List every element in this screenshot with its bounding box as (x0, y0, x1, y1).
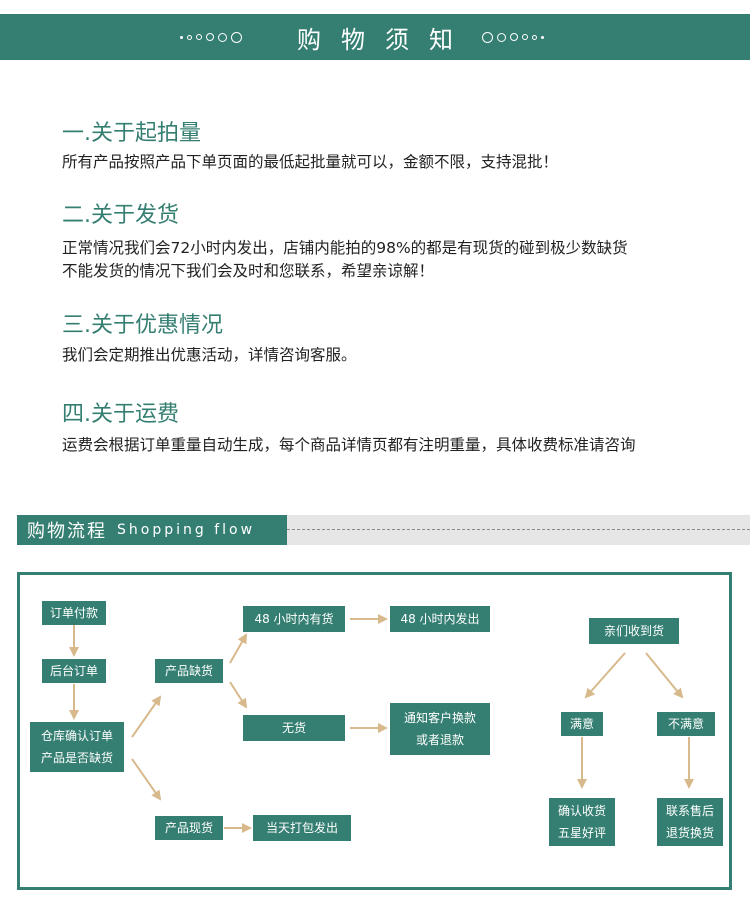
arrow-outofstock-to-48h (229, 633, 247, 664)
box-notify-line1: 通知客户换款 (403, 711, 476, 725)
box-notify-customer: 通知客户换款 或者退款 (390, 703, 490, 755)
arrow-warehouse-to-instock (131, 758, 162, 801)
flow-arrows (69, 614, 694, 833)
flow-header-divider (287, 529, 750, 530)
box-warehouse-line1: 仓库确认订单 (40, 729, 113, 743)
box-received: 亲们收到货 (589, 618, 679, 644)
banner-title: 购物须知 (297, 25, 473, 54)
box-48h-ship: 48 小时内发出 (390, 606, 490, 632)
flow-header-band (287, 515, 750, 545)
banner-dots-right (482, 14, 544, 60)
box-warehouse-line2: 产品是否缺货 (40, 751, 113, 765)
banner-dots-left (180, 14, 242, 60)
arrow-outofstock-to-nogoods (229, 681, 248, 709)
box-aftersale-line1: 联系售后 (665, 804, 714, 818)
top-banner: 购物须知 (0, 14, 750, 60)
box-confirm-receipt: 确认收货 五星好评 (549, 798, 615, 846)
flow-title-zh: 购物流程 (27, 521, 107, 542)
box-notify-line2: 或者退款 (415, 733, 464, 747)
box-aftersale-line2: 退货换货 (665, 826, 714, 840)
section-text-shipping-1: 正常情况我们会72小时内发出，店铺内能拍的98%的都是有现货的碰到极少数缺货 (62, 239, 628, 257)
section-text-freight: 运费会根据订单重量自动生成，每个商品详情页都有注明重量，具体收费标准请咨询 (62, 436, 636, 454)
section-title-freight: 四.关于运费 (62, 402, 179, 427)
section-text-shipping-2: 不能发货的情况下我们会及时和您联系，希望亲谅解！ (62, 262, 435, 280)
section-text-moq: 所有产品按照产品下单页面的最低起批量就可以，金额不限，支持混批！ (62, 153, 559, 171)
box-out-of-stock: 产品缺货 (155, 659, 223, 683)
section-title-discount: 三.关于优惠情况 (62, 313, 223, 338)
section-text-discount: 我们会定期推出优惠活动，详情咨询客服。 (62, 346, 357, 364)
arrow-received-to-unsatisfied (645, 652, 684, 699)
box-no-goods: 无货 (243, 715, 345, 741)
flow-header: 购物流程 Shopping flow (17, 515, 287, 545)
section-title-moq: 一.关于起拍量 (62, 121, 201, 146)
box-in-stock: 产品现货 (155, 816, 223, 840)
box-after-sale: 联系售后 退货换货 (657, 798, 723, 846)
box-48h-has-goods: 48 小时内有货 (243, 606, 345, 632)
box-confirm-line1: 确认收货 (557, 804, 606, 818)
box-unsatisfied: 不满意 (657, 712, 715, 736)
shopping-flow-diagram: 订单付款 后台订单 仓库确认订单 产品是否缺货 产品缺货 产品现货 48 小时内… (17, 572, 732, 890)
arrow-received-to-satisfied (584, 652, 626, 699)
box-confirm-line2: 五星好评 (557, 826, 606, 840)
flow-title-en: Shopping flow (117, 522, 256, 538)
section-title-shipping: 二.关于发货 (62, 203, 179, 228)
arrow-warehouse-to-outofstock (131, 695, 162, 738)
box-warehouse-check: 仓库确认订单 产品是否缺货 (30, 722, 124, 772)
box-same-day-ship: 当天打包发出 (253, 815, 351, 841)
box-order-pay: 订单付款 (42, 601, 106, 625)
box-satisfied: 满意 (561, 712, 603, 736)
box-backend-order: 后台订单 (42, 659, 106, 683)
